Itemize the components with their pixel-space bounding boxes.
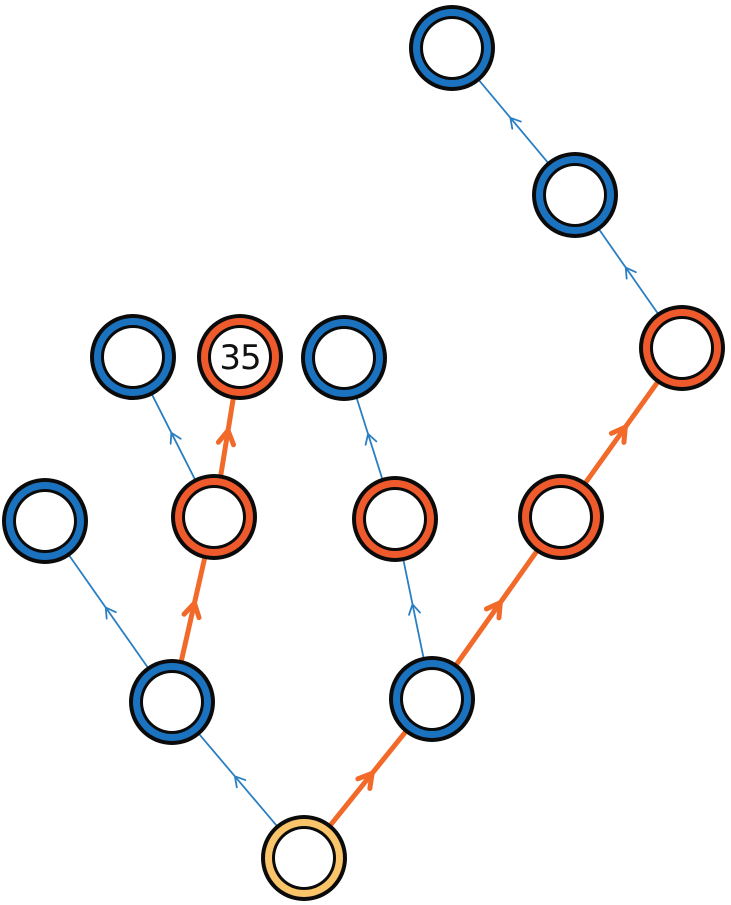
tree-node-root	[261, 815, 347, 901]
node-label: 35	[219, 338, 260, 378]
edge-n8-n9	[452, 547, 541, 669]
edge-root-n1	[196, 731, 280, 829]
tree-node-n11	[532, 152, 618, 238]
tree-node-n3	[2, 478, 88, 564]
tree-node-n1	[129, 659, 215, 745]
arrow-icon	[483, 600, 503, 621]
arrow-icon	[169, 431, 182, 445]
tree-node-n12	[409, 5, 495, 91]
tree-node-n4	[352, 476, 438, 562]
tree-node-n7	[301, 315, 387, 401]
edges-layer	[67, 77, 662, 830]
arrow-icon	[355, 770, 375, 791]
edge-root-n8	[326, 727, 410, 830]
tree-node-n2	[171, 474, 257, 560]
arrow-icon	[181, 600, 202, 621]
edge-n2-n6	[215, 393, 237, 481]
edge-n9-n10	[581, 378, 662, 487]
edge-n2-n5	[150, 391, 197, 483]
edge-n11-n12	[476, 77, 551, 166]
edge-n1-n3	[67, 552, 150, 671]
edge-n8-n4	[402, 557, 425, 661]
tree-node-n10	[639, 305, 725, 391]
arrow-icon	[608, 424, 628, 445]
edge-n1-n2	[178, 553, 208, 666]
tree-node-n6: 35	[197, 314, 283, 400]
arrow-icon	[408, 603, 421, 616]
edge-n4-n7	[355, 395, 384, 482]
tree-node-n8	[389, 656, 475, 742]
edge-n10-n11	[597, 226, 660, 317]
arrow-icon	[624, 266, 637, 280]
tree-node-n9	[518, 474, 604, 560]
arrow-icon	[215, 427, 237, 448]
nodes-layer: 35	[2, 5, 725, 901]
arrow-icon	[364, 433, 378, 446]
arrow-icon	[104, 606, 117, 620]
arrow-icon	[233, 775, 247, 789]
tree-node-n5	[90, 314, 176, 400]
arrow-icon	[509, 116, 522, 130]
